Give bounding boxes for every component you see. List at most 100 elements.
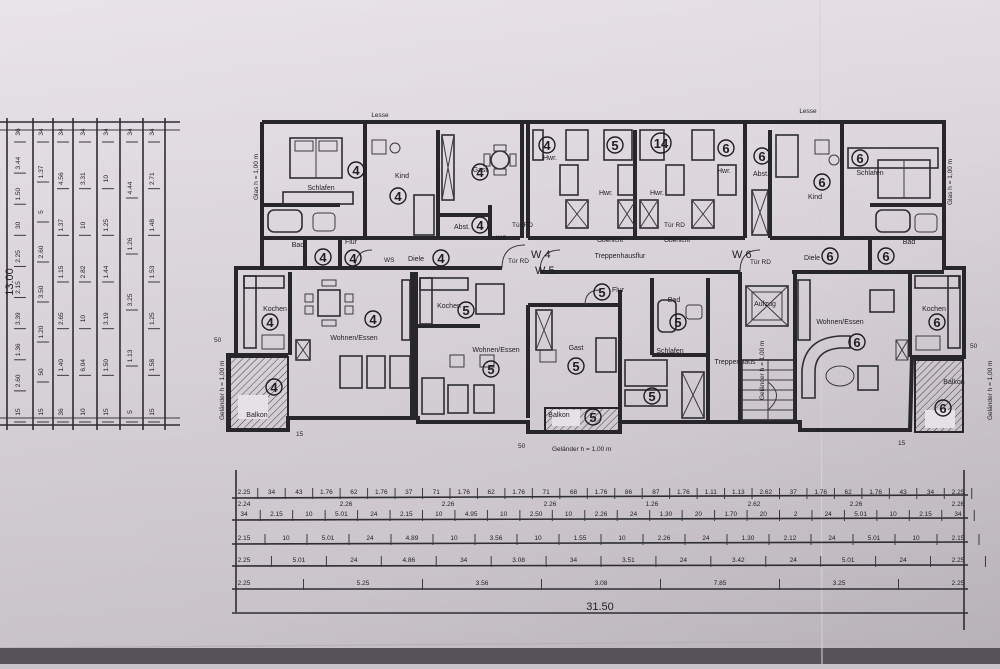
bottom-dim-row4-13: 2.25 <box>952 557 965 564</box>
unit-marker-bad-6 <box>877 247 895 265</box>
bottom-dim-row3-15: 5.01 <box>868 535 881 542</box>
left-dim-col2-1: 1.37 <box>38 165 45 178</box>
unit-marker-hwr-4 <box>538 136 556 154</box>
bottom-dim-row3-4: 4.89 <box>406 535 419 542</box>
bottom-dim-row2-11: 2.26 <box>595 511 608 518</box>
bottom-dim-row1-24: 43 <box>899 489 907 496</box>
unit-marker-schlafen-6 <box>851 149 869 167</box>
bottom-dim-row1-20: 37 <box>790 489 798 496</box>
left-dim-col3-5: 1.40 <box>58 359 65 372</box>
bottom-dim-row5-2: 3.56 <box>476 580 489 587</box>
bottom-dim-row4-8: 24 <box>680 557 688 564</box>
unit-marker-bad-4 <box>314 248 332 266</box>
bottom-dim-row1-6: 37 <box>405 489 413 496</box>
bottom-dim-row1_sub-2: 2.26 <box>442 501 455 508</box>
left-dim-col6-5: 5 <box>127 410 134 414</box>
left-dim-col7-3: 1.53 <box>149 265 156 278</box>
unit-number-wohnen-6: 6 <box>853 335 860 350</box>
unit-marker-balkon-6 <box>934 399 952 417</box>
bottom-dim-row2-19: 5.01 <box>854 511 867 518</box>
bottom-dim-row4-0: 2.25 <box>238 557 251 564</box>
unit-number-bad-5: 5 <box>674 315 681 330</box>
unit-number-schlafen-6: 6 <box>856 151 863 166</box>
unit-marker-kind-4 <box>389 187 407 205</box>
unit-number-hwr-6: 6 <box>722 141 729 156</box>
railing-note-5: Geländer h = 1,00 m <box>552 446 611 453</box>
unit-marker-flur-4 <box>344 249 362 267</box>
bottom-dim-row3-5: 10 <box>450 535 458 542</box>
bottom-dim-row3-14: 24 <box>828 535 836 542</box>
left-dim-col4-2: 10 <box>80 221 87 229</box>
skylight-note-1: Oberlicht <box>597 237 623 244</box>
left-dim-col5-1: 10 <box>103 175 110 183</box>
bottom-dim-row3-16: 10 <box>912 535 920 542</box>
bottom-dim-row3-3: 24 <box>366 535 374 542</box>
bottom-dim-row4-2: 24 <box>350 557 358 564</box>
bottom-dim-row2-5: 2.15 <box>400 511 413 518</box>
left-dim-col5-5: 1.50 <box>103 359 110 372</box>
bottom-dim-row1-8: 1.76 <box>457 489 470 496</box>
bottom-dim-row1-9: 62 <box>488 489 496 496</box>
bottom-dim-row1-0: 2.25 <box>238 489 251 496</box>
unit-tag-w5: W 5 <box>535 265 555 277</box>
bottom-dim-row2-15: 1.70 <box>724 511 737 518</box>
unit-marker-wohnen-6 <box>848 333 866 351</box>
unit-marker-balkon-4 <box>265 378 283 396</box>
left-dim-col4-6: 10 <box>80 408 87 416</box>
unit-number-balkon-6: 6 <box>939 401 946 416</box>
unit-number-balkon-4: 4 <box>270 380 278 395</box>
unit-marker-schlafen-5 <box>643 387 661 405</box>
bottom-dim-row1-16: 1.76 <box>677 489 690 496</box>
railing-note-stair: Geländer h = 1,00 m <box>759 341 766 400</box>
door-tag-2: Tür RD <box>508 258 529 265</box>
unit-number-kind-6: 6 <box>818 175 825 190</box>
left-dim-col2-5: 1.20 <box>38 325 45 338</box>
table-strip <box>0 648 1000 664</box>
bottom-dim-row2-4: 24 <box>370 511 378 518</box>
room-label-schlafen-4: Schlafen <box>307 185 334 192</box>
bottom-dim-row4-12: 24 <box>899 557 907 564</box>
bottom-dim-row1-23: 1.76 <box>869 489 882 496</box>
left-dim-col1-7: 1.36 <box>15 343 22 356</box>
paper-crease <box>819 0 823 665</box>
unit-number-kind-4: 4 <box>394 189 402 204</box>
unit-number-kochen-5: 5 <box>462 303 469 318</box>
unit-number-wohnen-5: 5 <box>487 362 494 377</box>
left-dimension-column: 13.00 363.441.50302.252.153.391.362.6015… <box>0 118 180 430</box>
bottom-dim-row1-26: 2.25 <box>952 489 965 496</box>
bottom-dim-row1-2: 43 <box>295 489 303 496</box>
bottom-dim-row4-9: 3.42 <box>732 557 745 564</box>
left-dim-col1-0: 36 <box>15 128 22 136</box>
room-label-gast-5: Gast <box>569 345 584 352</box>
paper-fold-line <box>0 639 1000 649</box>
bottom-dim-row2-1: 2.15 <box>270 511 283 518</box>
unit-tag-w6: W 6 <box>732 249 752 261</box>
left-dim-col6-0: 34 <box>127 128 134 136</box>
bottom-dim-row5-4: 7.85 <box>714 580 727 587</box>
left-dim-col7-1: 2.71 <box>149 172 156 185</box>
left-dim-col1-6: 3.39 <box>15 312 22 325</box>
left-dim-col5-4: 3.19 <box>103 312 110 325</box>
bottom-dim-row4-5: 3.08 <box>512 557 525 564</box>
room-label-diele-4: Diele <box>408 256 424 263</box>
skylight-note-2: Oberlicht <box>664 237 690 244</box>
unit-number-gast-5: 5 <box>572 359 579 374</box>
ws-note-2: WS <box>384 257 395 264</box>
room-label-balkon-6: Balkon <box>943 379 965 386</box>
unit-number-schlafen-4: 4 <box>352 163 360 178</box>
unit-number-diele-6: 6 <box>826 249 833 264</box>
unit-marker-wohnen-4 <box>364 310 382 328</box>
left-dim-col4-0: 34 <box>80 128 87 136</box>
left-dim-col5-3: 1.44 <box>103 265 110 278</box>
left-dim-col1-3: 30 <box>15 221 22 229</box>
bottom-dim-row2-14: 20 <box>695 511 703 518</box>
left-dim-col2-0: 34 <box>38 128 45 136</box>
bottom-dim-row1-22: 62 <box>845 489 853 496</box>
overall-height-dimension: 13.00 <box>4 268 16 296</box>
unit-marker-diele-6 <box>821 247 839 265</box>
bottom-dim-row1_sub-6: 2.26 <box>850 501 863 508</box>
left-dim-col2-3: 2.60 <box>38 245 45 258</box>
bottom-dim-row5-3: 3.08 <box>595 580 608 587</box>
